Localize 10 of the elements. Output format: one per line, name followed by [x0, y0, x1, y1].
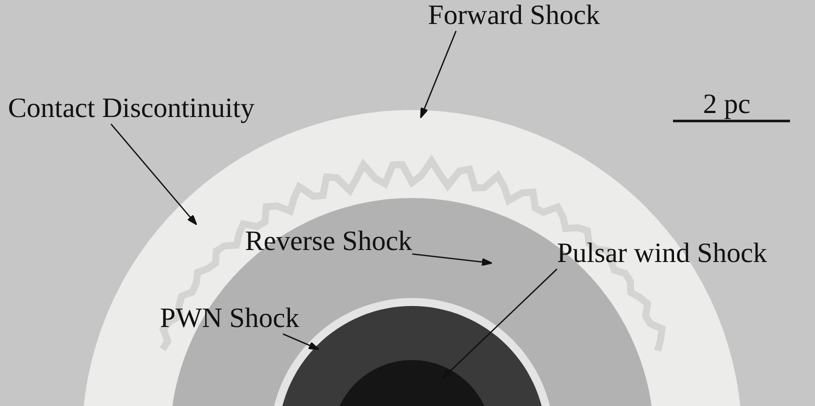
scale-label: 2 pc	[703, 90, 750, 120]
callout-label: Forward Shock	[428, 1, 600, 31]
leader-line	[412, 253, 492, 266]
leader-line	[420, 30, 457, 118]
leader-line	[282, 333, 320, 350]
callout-label: Reverse Shock	[245, 227, 412, 257]
leader-line	[110, 124, 198, 226]
callout-label: Contact Discontinuity	[8, 94, 255, 124]
callout-label: Pulsar wind Shock	[557, 239, 767, 269]
callout-label: PWN Shock	[160, 304, 300, 334]
